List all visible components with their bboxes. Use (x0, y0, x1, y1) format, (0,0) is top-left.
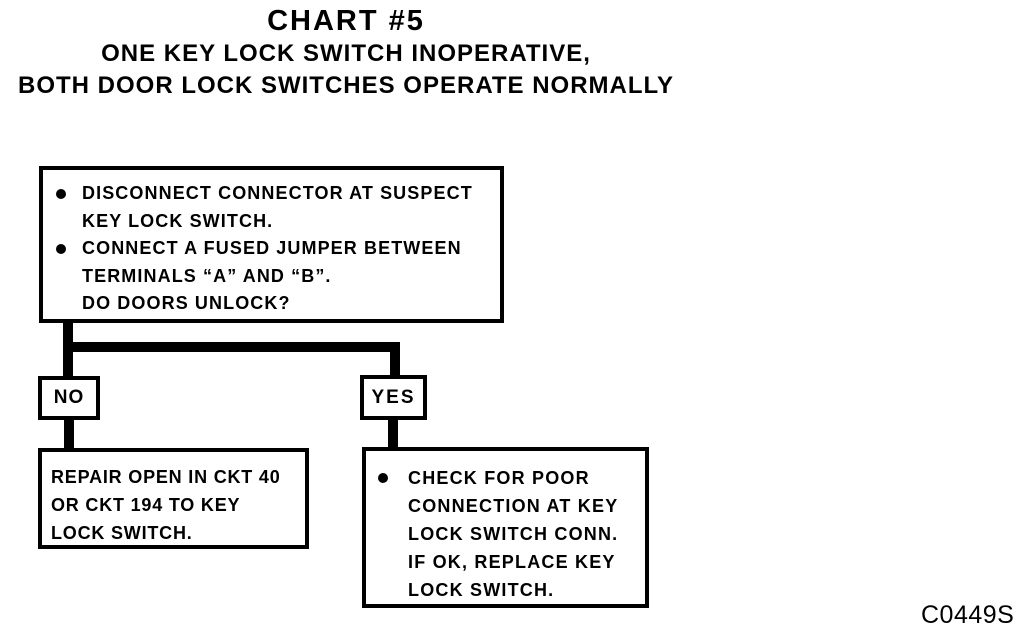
no-result-box: REPAIR OPEN IN CKT 40 OR CKT 194 TO KEY … (38, 448, 309, 549)
yes-result-line-4: IF OK, REPLACE KEY (408, 552, 616, 572)
bullet-icon (378, 473, 388, 483)
decision-step-1-line-2: KEY LOCK SWITCH. (82, 210, 274, 231)
chart-header: CHART #5 ONE KEY LOCK SWITCH INOPERATIVE… (0, 4, 692, 102)
no-branch-label: NO (53, 387, 85, 408)
chart-subtitle-line-1: ONE KEY LOCK SWITCH INOPERATIVE, (101, 40, 591, 67)
yes-result-box: CHECK FOR POOR CONNECTION AT KEY LOCK SW… (362, 447, 649, 608)
decision-step-1-line-1: DISCONNECT CONNECTOR AT SUSPECT (82, 183, 473, 203)
yes-branch-box: YES (360, 375, 427, 420)
connector-no-to-result (64, 418, 74, 449)
connector-yes-to-result (388, 419, 398, 448)
decision-step-2-line-2: TERMINALS “A” AND “B”. (82, 265, 332, 286)
no-result-line-2: OR CKT 194 TO KEY (51, 495, 241, 515)
figure-code: C0449S (921, 601, 1015, 629)
decision-box: DISCONNECT CONNECTOR AT SUSPECT KEY LOCK… (39, 166, 504, 323)
chart-title: CHART #5 (267, 5, 425, 37)
decision-step-1: DISCONNECT CONNECTOR AT SUSPECT KEY LOCK… (43, 180, 500, 235)
yes-result-line-2: CONNECTION AT KEY (408, 496, 619, 516)
connector-branch-horizontal (63, 342, 400, 352)
connector-yes-down (390, 342, 400, 376)
chart-subtitle-line-2: BOTH DOOR LOCK SWITCHES OPERATE NORMALLY (17, 72, 674, 99)
yes-result-line-1: CHECK FOR POOR (408, 468, 590, 488)
decision-question: DO DOORS UNLOCK? (82, 293, 291, 313)
bullet-icon (56, 244, 66, 254)
yes-result-line-5: LOCK SWITCH. (408, 580, 555, 600)
no-branch-box: NO (38, 376, 100, 420)
decision-step-2: CONNECT A FUSED JUMPER BETWEEN TERMINALS… (43, 235, 500, 318)
no-result-line-3: LOCK SWITCH. (51, 523, 193, 543)
decision-step-2-line-1: CONNECT A FUSED JUMPER BETWEEN (82, 238, 462, 258)
bullet-icon (56, 189, 66, 199)
no-result-line-1: REPAIR OPEN IN CKT 40 (51, 467, 281, 487)
yes-branch-label: YES (371, 386, 416, 408)
yes-result-line-3: LOCK SWITCH CONN. (408, 524, 619, 544)
yes-result-step: CHECK FOR POOR CONNECTION AT KEY LOCK SW… (366, 464, 645, 604)
